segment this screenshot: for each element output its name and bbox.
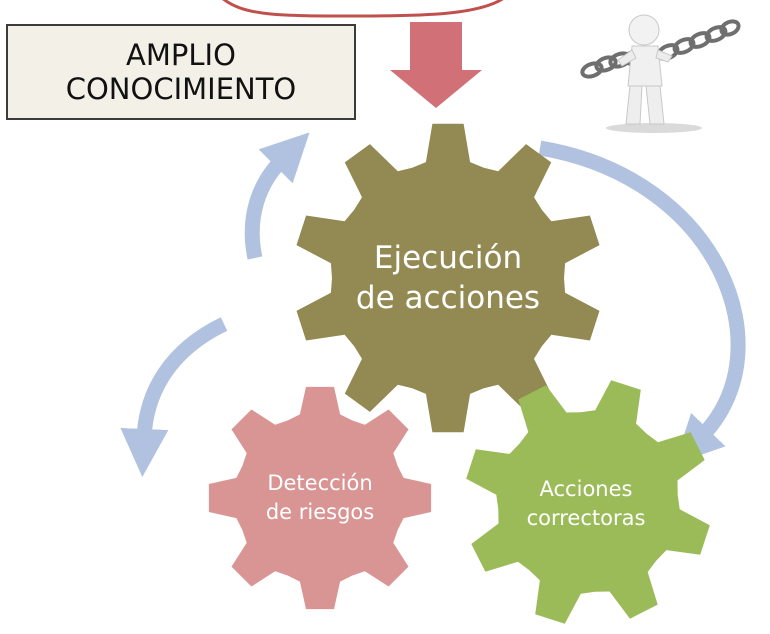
gear-left xyxy=(208,386,432,610)
arrow-up-left xyxy=(244,132,310,260)
gear-main-label: Ejecución de acciones xyxy=(318,228,578,328)
gear-right xyxy=(466,380,710,624)
gear-main xyxy=(296,123,600,433)
amplio-conocimiento-box: AMPLIO CONOCIMIENTO xyxy=(6,24,356,120)
gear-left-label: Detección de riesgos xyxy=(232,458,408,538)
box-line-2: CONOCIMIENTO xyxy=(65,72,297,106)
gear-left-line-1: Detección xyxy=(267,470,373,495)
figure-breaking-chain-icon xyxy=(580,8,741,136)
box-line-1: AMPLIO xyxy=(126,37,236,72)
gear-right-line-1: Acciones xyxy=(539,476,633,501)
arrow-left-down xyxy=(120,317,228,477)
down-arrow xyxy=(390,22,482,108)
gear-main-line-2: de acciones xyxy=(355,280,541,316)
gear-right-label: Acciones correctoras xyxy=(500,464,672,544)
gear-main-line-1: Ejecución xyxy=(373,239,523,276)
arrow-right-sweep xyxy=(538,140,746,464)
gear-left-line-2: de riesgos xyxy=(265,500,375,524)
gear-right-line-2: correctoras xyxy=(526,506,646,530)
top-shape-remnant xyxy=(222,0,504,18)
